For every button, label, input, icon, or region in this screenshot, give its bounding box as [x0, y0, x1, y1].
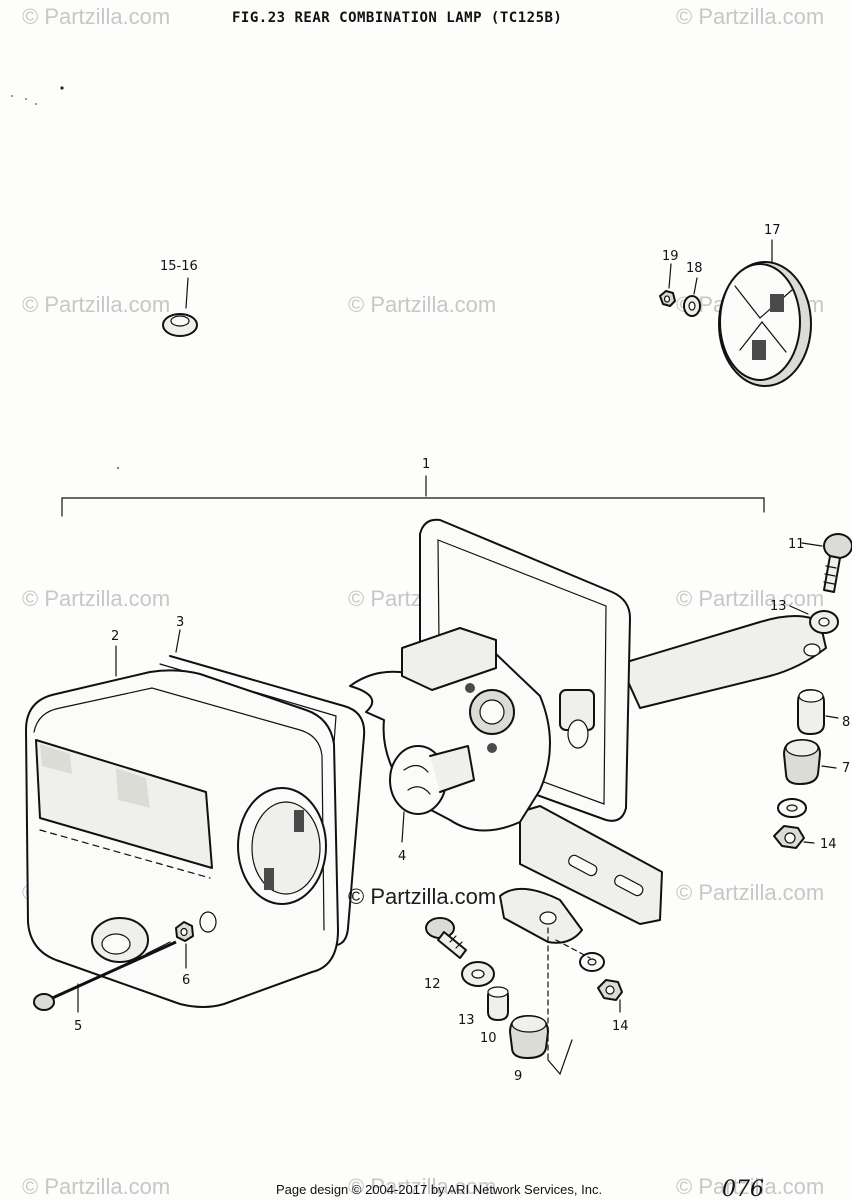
part-14-nut-upper[interactable]	[773, 798, 815, 849]
part-13-washer-upper[interactable]	[789, 605, 839, 634]
part-2-lens-housing[interactable]	[25, 645, 339, 1008]
callout-5: 5	[74, 1019, 82, 1034]
watermark-center: © Partzilla.com	[348, 884, 496, 909]
callout-7: 7	[842, 761, 850, 776]
callout-18: 18	[686, 261, 703, 276]
part-9-cushion[interactable]	[509, 1015, 549, 1059]
watermark-text: © Partzilla.com	[22, 1174, 170, 1199]
callout-17: 17	[764, 223, 781, 238]
part-12-bolt[interactable]	[425, 917, 467, 959]
callout-2: 2	[111, 629, 119, 644]
part-14-nut-lower[interactable]	[579, 952, 623, 1013]
callout-3: 3	[176, 615, 184, 630]
part-7-cushion[interactable]	[783, 739, 837, 785]
watermark-text: © Partzilla.com	[22, 586, 170, 611]
part-18-washer[interactable]	[683, 277, 701, 317]
part-17-reflector[interactable]	[718, 239, 812, 387]
callout-19: 19	[662, 249, 679, 264]
callout-13-upper: 13	[770, 599, 787, 614]
watermark-text: © Partzilla.com	[22, 4, 170, 29]
figure-title: FIG.23 REAR COMBINATION LAMP (TC125B)	[232, 10, 562, 26]
watermark-text: © Partzilla.com	[676, 586, 824, 611]
part-11-bolt[interactable]	[801, 533, 852, 593]
page-footer: Page design © 2004-2017 by ARI Network S…	[276, 1182, 602, 1197]
watermark-text: © Partzilla.com	[676, 1174, 824, 1199]
part-4-bulb[interactable]	[389, 745, 475, 843]
callout-14-lower: 14	[612, 1019, 629, 1034]
callout-11: 11	[788, 537, 805, 552]
part-15-16-grommet[interactable]	[162, 277, 198, 337]
part-10-collar[interactable]	[487, 986, 509, 1021]
callout-12: 12	[424, 977, 441, 992]
part-13-washer-lower[interactable]	[461, 961, 495, 987]
watermark-text: © Partzilla.com	[676, 880, 824, 905]
watermark-text: © Partzilla.com	[348, 292, 496, 317]
part-8-collar[interactable]	[797, 689, 839, 735]
callout-8: 8	[842, 715, 850, 730]
callout-10: 10	[480, 1031, 497, 1046]
watermark-text: © Partzilla.com	[22, 292, 170, 317]
callout-13-lower: 13	[458, 1013, 475, 1028]
page-number: 076	[722, 1177, 764, 1200]
callout-labels: 1 2 3 4 5 6 7 8 9 10 11 12 13 13 14 14 1…	[74, 223, 850, 1084]
callout-15-16: 15-16	[160, 259, 198, 274]
assembly-guide-lines	[547, 927, 591, 1076]
callout-14-upper: 14	[820, 837, 837, 852]
part-6-nut[interactable]	[175, 921, 194, 969]
scan-specks	[11, 86, 119, 469]
callout-6: 6	[182, 973, 190, 988]
part-5-screw[interactable]	[33, 940, 177, 1013]
watermark-text: © Partzilla.com	[348, 1174, 496, 1199]
lamp-socket-plate[interactable]	[349, 627, 595, 832]
assembly-1-bracket	[61, 475, 765, 517]
callout-1: 1	[422, 457, 430, 472]
callout-9: 9	[514, 1069, 522, 1084]
part-19-nut[interactable]	[659, 263, 676, 307]
callout-4: 4	[398, 849, 406, 864]
watermark-text: © Partzilla.com	[676, 4, 824, 29]
